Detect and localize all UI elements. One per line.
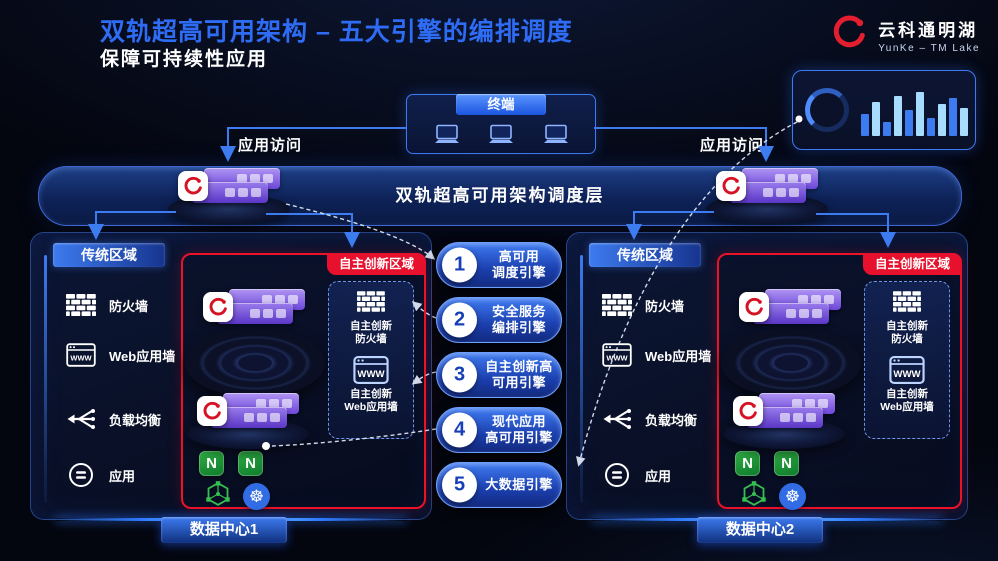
- app-access-label-right: 应用访问: [700, 137, 765, 154]
- server-stack: [168, 168, 290, 224]
- server-stack: [706, 168, 828, 224]
- app-access-label-left: 应用访问: [238, 137, 303, 154]
- brand-name: 云科通明湖: [878, 20, 979, 40]
- list-item: 防火墙: [601, 291, 733, 319]
- innovation-firewall-label: 自主创新防火墙: [886, 320, 928, 345]
- traditional-zone-label: 传统区域: [589, 243, 701, 267]
- server-stack: [723, 393, 845, 449]
- server-stack: [193, 289, 315, 345]
- datacenter-1-label: 数据中心1: [161, 517, 287, 543]
- brand-chip-icon: [203, 292, 233, 322]
- load-balancer-icon: [65, 405, 97, 433]
- list-item: 负载均衡: [65, 405, 197, 433]
- innovation-zone: 自主创新区域 自主创新防火墙: [181, 253, 426, 512]
- zone-connector-line: [44, 255, 47, 503]
- network-hexagon-icon: [205, 481, 231, 512]
- nginx-icons: N N: [199, 451, 263, 476]
- innovation-waf-icon: WWW: [889, 355, 925, 385]
- brand-swoosh-icon: [828, 12, 870, 57]
- firewall-icon: [65, 291, 97, 319]
- engine-1: 1 高可用 调度引擎: [436, 242, 562, 288]
- nginx-icon: N: [199, 451, 224, 476]
- nginx-icon: N: [238, 451, 263, 476]
- engine-4-number: 4: [442, 412, 477, 448]
- engine-2-number: 2: [442, 302, 477, 338]
- datacenter-1-panel: 传统区域 防火墙 WWW Web应用墙 负载均衡 应用 自主创新: [30, 232, 432, 543]
- svg-text:WWW: WWW: [357, 369, 385, 380]
- server-stack: [187, 393, 309, 449]
- engine-2: 2 安全服务 编排引擎: [436, 297, 562, 343]
- engine-5-number: 5: [442, 467, 477, 503]
- firewall-icon: [601, 291, 633, 319]
- svg-text:WWW: WWW: [70, 354, 92, 363]
- waf-icon: WWW: [601, 341, 633, 369]
- kubernetes-icon: ☸: [779, 483, 806, 510]
- innovation-zone: 自主创新区域 自主创新防火墙: [717, 253, 962, 512]
- server-stack: [729, 289, 851, 345]
- load-balancer-icon: [601, 405, 633, 433]
- brand-chip-icon: [739, 292, 769, 322]
- application-icon: [65, 461, 97, 489]
- laptop-icon: [543, 124, 568, 143]
- donut-gauge-icon: [805, 88, 849, 132]
- laptop-icons: [407, 119, 595, 150]
- traditional-zone-label: 传统区域: [53, 243, 165, 267]
- engine-3-number: 3: [442, 357, 477, 393]
- brand-chip-icon: [716, 171, 746, 201]
- terminal-box: 终端: [406, 94, 596, 154]
- innovation-firewall-icon: [893, 291, 921, 317]
- network-hexagon-icon: [741, 481, 767, 512]
- brand-chip-icon: [733, 396, 763, 426]
- page-subtitle: 保障可持续性应用: [100, 49, 269, 70]
- list-item: 应用: [601, 461, 733, 489]
- innovation-firewall-icon: [357, 291, 385, 317]
- monitoring-widget: [792, 70, 976, 150]
- brand-chip-icon: [197, 396, 227, 426]
- innovation-zone-label: 自主创新区域: [862, 253, 962, 275]
- application-icon: [601, 461, 633, 489]
- innovation-zone-label: 自主创新区域: [326, 253, 426, 275]
- platform-disk: [185, 329, 325, 397]
- engine-4: 4 现代应用 高可用引擎: [436, 407, 562, 453]
- kubernetes-icon: ☸: [243, 483, 270, 510]
- bar-chart-icon: [861, 84, 968, 136]
- engine-5: 5 大数据引擎: [436, 462, 562, 508]
- terminal-label: 终端: [456, 94, 546, 115]
- list-item: 负载均衡: [601, 405, 733, 433]
- laptop-icon: [489, 124, 513, 143]
- innovation-waf-icon: WWW: [353, 355, 389, 385]
- svg-text:WWW: WWW: [893, 369, 921, 380]
- laptop-icon: [434, 124, 459, 143]
- runtime-icons: ☸: [205, 481, 270, 512]
- list-item: 应用: [65, 461, 197, 489]
- list-item: WWW Web应用墙: [601, 341, 733, 369]
- runtime-icons: ☸: [741, 481, 806, 512]
- list-item: WWW Web应用墙: [65, 341, 197, 369]
- list-item: 防火墙: [65, 291, 197, 319]
- svg-text:WWW: WWW: [606, 354, 628, 363]
- datacenter-2-panel: 传统区域 防火墙 WWW Web应用墙 负载均衡 应用 自主创新: [566, 232, 968, 543]
- scheduling-layer-label: 双轨超高可用架构调度层: [395, 186, 605, 205]
- waf-icon: WWW: [65, 341, 97, 369]
- engine-1-number: 1: [442, 247, 477, 283]
- engine-3: 3 自主创新高 可用引擎: [436, 352, 562, 398]
- innovation-firewall-label: 自主创新防火墙: [350, 320, 392, 345]
- nginx-icon: N: [735, 451, 760, 476]
- brand-chip-icon: [178, 171, 208, 201]
- nginx-icon: N: [774, 451, 799, 476]
- datacenter-2-label: 数据中心2: [697, 517, 823, 543]
- page-title: 双轨超高可用架构 – 五大引擎的编排调度: [100, 18, 573, 46]
- zone-connector-line: [580, 255, 583, 503]
- brand-tagline: YunKe – TM Lake: [878, 42, 980, 54]
- nginx-icons: N N: [735, 451, 799, 476]
- brand-logo: 云科通明湖 YunKe – TM Lake: [828, 12, 980, 57]
